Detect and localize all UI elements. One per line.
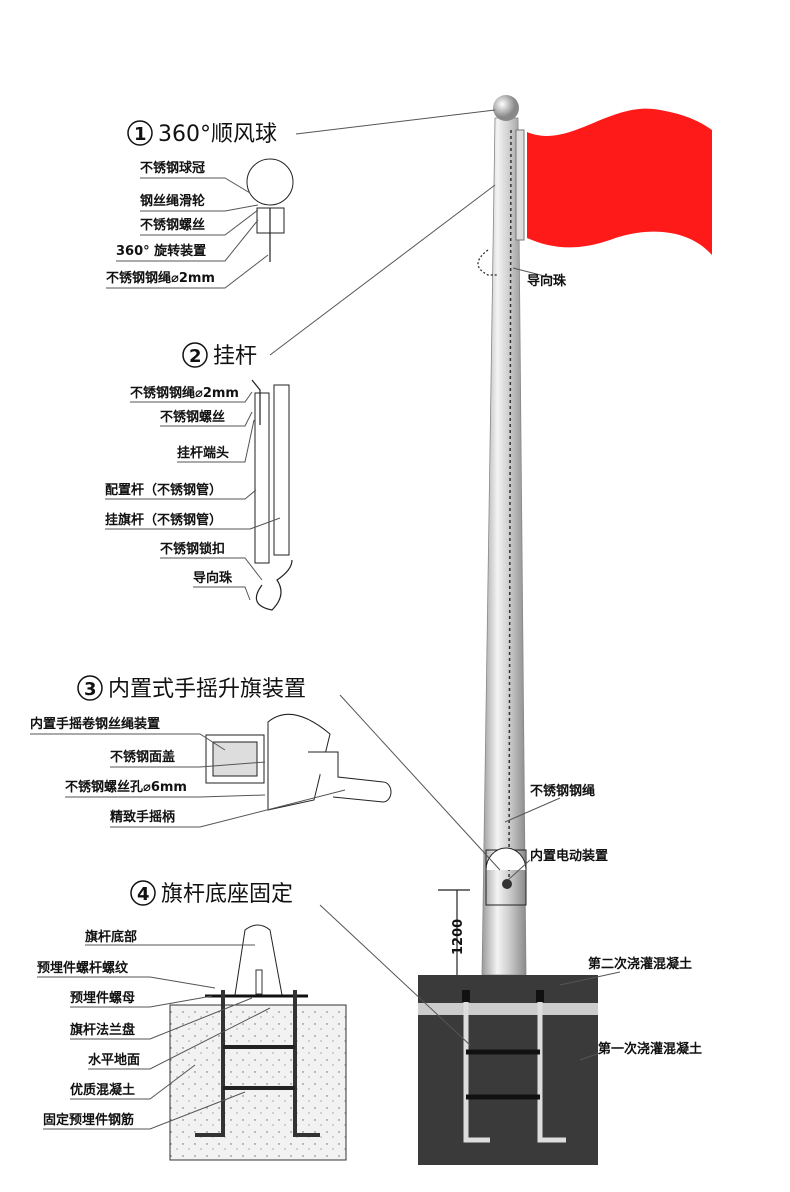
second-pour-label: 第二次浇灌混凝土 [588,956,692,972]
section2-title: 挂杆 [213,344,257,369]
height-1200-label: 1200 [451,919,466,955]
s4-label-nut: 预埋件螺母 [70,990,135,1006]
s2-label-rope: 不锈钢钢绳⌀2mm [130,385,239,401]
s4-label-concrete: 优质混凝土 [70,1082,135,1098]
s2-label-end-cap: 挂杆端头 [177,445,229,461]
section3-number: 3 [84,679,97,700]
first-pour-label: 第一次浇灌混凝土 [598,1041,702,1057]
red-flag [527,108,712,255]
wind-ball [493,95,519,121]
s2-label-guide-bead: 导向珠 [193,570,233,586]
s1-label-pulley: 钢丝绳滑轮 [140,193,205,209]
s3-label-winch: 内置手摇卷钢丝绳装置 [30,716,160,732]
s2-label-lock: 不锈钢锁扣 [160,541,225,557]
s1-label-screw: 不锈钢螺丝 [140,217,205,233]
s2-label-screw: 不锈钢螺丝 [160,409,225,425]
section1-title: 360°顺风球 [158,122,277,147]
base-detail [169,924,347,1161]
s4-label-ground: 水平地面 [88,1052,140,1068]
s4-label-bolt-thread: 预埋件螺杆螺纹 [37,960,129,976]
s3-label-cover: 不锈钢面盖 [110,749,175,765]
flagpole [477,95,527,976]
s2-label-config-rod: 配置杆（不锈钢管） [105,482,222,498]
s4-label-rebar: 固定预埋件钢筋 [43,1112,134,1128]
s4-label-pole-bottom: 旗杆底部 [85,929,137,945]
main-foundation [418,975,598,1165]
s4-label-flange: 旗杆法兰盘 [70,1022,135,1038]
s2-label-flag-rod: 挂旗杆（不锈钢管） [105,512,222,528]
winch-device [205,713,392,811]
section3-title: 内置式手摇升旗装置 [108,677,306,702]
rope-label: 不锈钢钢绳 [530,783,595,799]
guide-bead-label: 导向珠 [527,273,567,289]
section4-number: 4 [137,884,150,905]
s3-label-crank: 精致手摇柄 [110,809,175,825]
section2-number: 2 [189,346,202,367]
s1-label-ball-crown: 不锈钢球冠 [140,160,205,176]
s3-label-screw-hole: 不锈钢螺丝孔⌀6mm [65,779,187,795]
section4-title: 旗杆底座固定 [161,882,293,907]
section1-number: 1 [134,124,147,145]
s1-label-rope: 不锈钢钢绳⌀2mm [106,270,215,286]
s1-label-rotator: 360° 旋转装置 [116,243,206,259]
motor-label: 内置电动装置 [530,848,608,864]
